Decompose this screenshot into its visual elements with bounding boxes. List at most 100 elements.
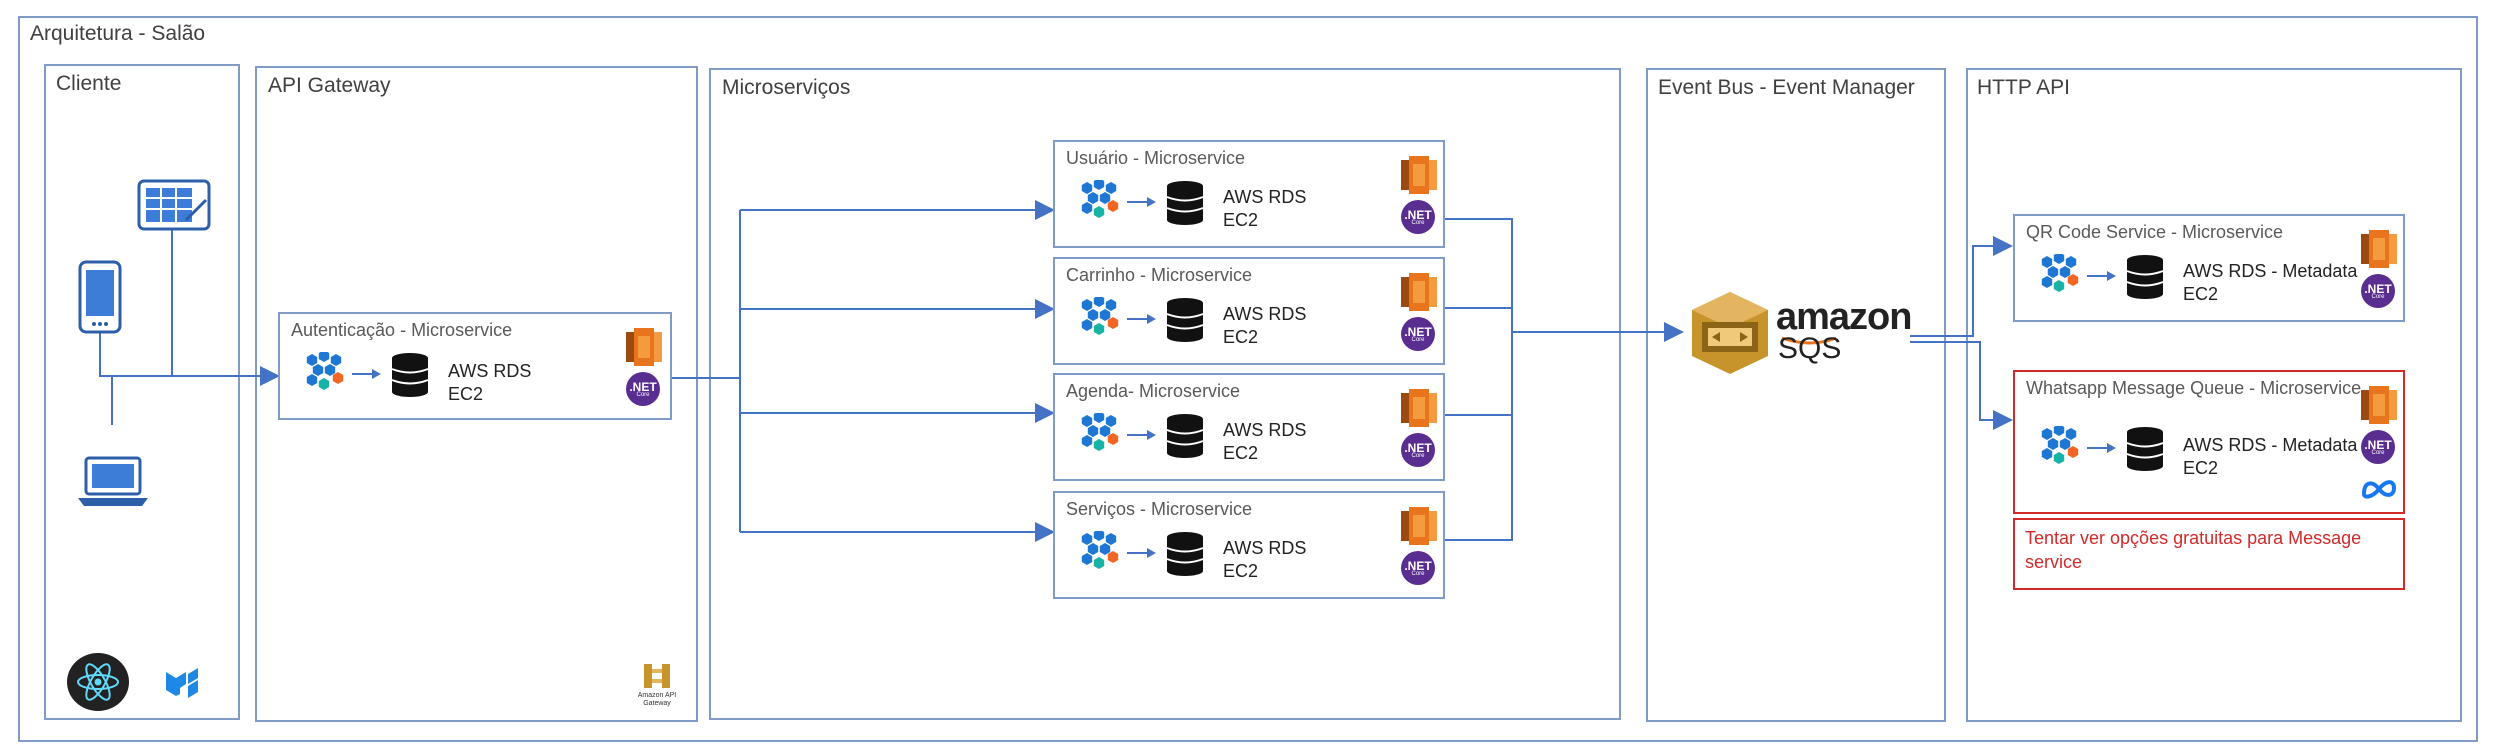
arrow-tablet-to-gateway [99,332,280,386]
service-qrcode-db-line2: EC2 [2183,284,2219,304]
flow-arrow-icon [2087,443,2116,453]
microservice-hex-icon [306,352,344,390]
amazon-smile-icon [1781,336,1837,345]
aws-ec2-icon [626,328,662,366]
service-whatsapp-db-line1: AWS RDS - Metadata [2183,435,2358,455]
column-event-bus [1646,68,1946,722]
database-icon [1166,414,1204,458]
service-autenticacao[interactable]: Autenticação - Microservice AWS RDS EC2 [278,312,672,420]
service-carrinho-db-line1: AWS RDS [1223,304,1307,324]
microservice-hex-icon [1081,531,1119,569]
column-microservicos-title: Microserviços [722,76,851,99]
laptop-icon [78,456,148,506]
column-api-gateway-title: API Gateway [268,74,391,97]
dotnet-label: .NET [629,380,657,394]
dotnet-core-label: Core [1411,220,1425,226]
dotnet-core-label: Core [1411,571,1425,577]
flow-arrow-icon [352,369,381,379]
arrow-to-qrcode [1910,236,2013,337]
database-icon [2126,255,2164,299]
trunk-ms-right [1445,218,1513,541]
database-icon [391,353,429,397]
diagram-title: Arquitetura - Salão [30,22,206,45]
dotnet-core-label: Core [2371,294,2385,300]
service-agenda-db-line1: AWS RDS [1223,420,1307,440]
database-icon [1166,181,1204,225]
service-autenticacao-name: Autenticação - Microservice [291,320,513,340]
service-servicos-name: Serviços - Microservice [1066,499,1253,519]
aws-ec2-icon [1401,156,1437,194]
service-agenda-name: Agenda- Microservice [1066,381,1241,401]
service-qrcode[interactable]: QR Code Service - Microservice AWS RDS -… [2013,214,2405,322]
tablet-icon [78,260,122,334]
dotnet-label: .NET [2364,282,2392,296]
react-icon [67,653,129,711]
column-event-bus-title: Event Bus - Event Manager [1658,76,1915,99]
microservice-hex-icon [2041,254,2079,292]
microservice-hex-icon [1081,180,1119,218]
amazon-api-gateway-label: Amazon API Gateway [637,692,677,707]
service-servicos-db-line1: AWS RDS [1223,538,1307,558]
service-carrinho[interactable]: Carrinho - Microservice AWS RDS EC2 [1053,257,1445,365]
column-cliente-title: Cliente [56,72,122,95]
service-usuario-name: Usuário - Microservice [1066,148,1246,168]
sqs-brand-text: amazon [1776,296,1912,338]
service-servicos[interactable]: Serviços - Microservice AWS RDS EC2 [1053,491,1445,599]
column-cliente [44,64,240,720]
aws-ec2-icon [2361,230,2397,268]
aws-ec2-icon [2361,386,2397,424]
dotnet-core-label: Core [2371,450,2385,456]
sqs-product-text: SQS [1778,332,1842,365]
note-free-options: Tentar ver opções gratuitas para Message… [2013,518,2405,590]
microservice-hex-icon [1081,297,1119,335]
service-carrinho-name: Carrinho - Microservice [1066,265,1253,285]
grid-screen-icon [137,179,211,231]
dotnet-label: .NET [1404,441,1432,455]
service-agenda[interactable]: Agenda- Microservice AWS RDS EC2 [1053,373,1445,481]
dotnet-core-label: Core [636,392,650,398]
dotnet-core-label: Core [1411,337,1425,343]
database-icon [1166,532,1204,576]
meta-icon [2361,480,2397,499]
service-qrcode-name: QR Code Service - Microservice [2026,222,2284,242]
dotnet-label: .NET [1404,559,1432,573]
aws-ec2-icon [1401,389,1437,427]
flow-arrow-icon [1127,197,1156,207]
service-whatsapp[interactable]: Whatsapp Message Queue - Microservice AW… [2013,370,2405,514]
service-servicos-db-line2: EC2 [1223,561,1259,581]
service-autenticacao-db-line1: AWS RDS [448,361,532,381]
service-carrinho-db-line2: EC2 [1223,327,1259,347]
amazon-sqs-icon [1692,292,1768,374]
microservice-hex-icon [1081,413,1119,451]
service-whatsapp-name: Whatsapp Message Queue - Microservice [2026,378,2362,398]
microservice-hex-icon [2041,426,2079,464]
flow-arrow-icon [2087,271,2116,281]
column-http-api-title: HTTP API [1977,76,2070,99]
service-usuario-db-line1: AWS RDS [1223,187,1307,207]
mui-icon [166,668,198,698]
service-autenticacao-db-line2: EC2 [448,384,484,404]
dotnet-label: .NET [1404,208,1432,222]
aws-ec2-icon [1401,273,1437,311]
flow-arrow-icon [1127,314,1156,324]
service-usuario-db-line2: EC2 [1223,210,1259,230]
service-agenda-db-line2: EC2 [1223,443,1259,463]
service-usuario[interactable]: Usuário - Microservice AWS RDS EC2 [1053,140,1445,248]
aws-ec2-icon [1401,507,1437,545]
arrow-to-whatsapp [1910,341,2013,430]
database-icon [1166,298,1204,342]
flow-arrow-icon [1127,548,1156,558]
database-icon [2126,427,2164,471]
service-whatsapp-db-line2: EC2 [2183,458,2219,478]
amazon-api-gateway-icon [644,664,670,688]
service-qrcode-db-line1: AWS RDS - Metadata [2183,261,2358,281]
dotnet-label: .NET [1404,325,1432,339]
